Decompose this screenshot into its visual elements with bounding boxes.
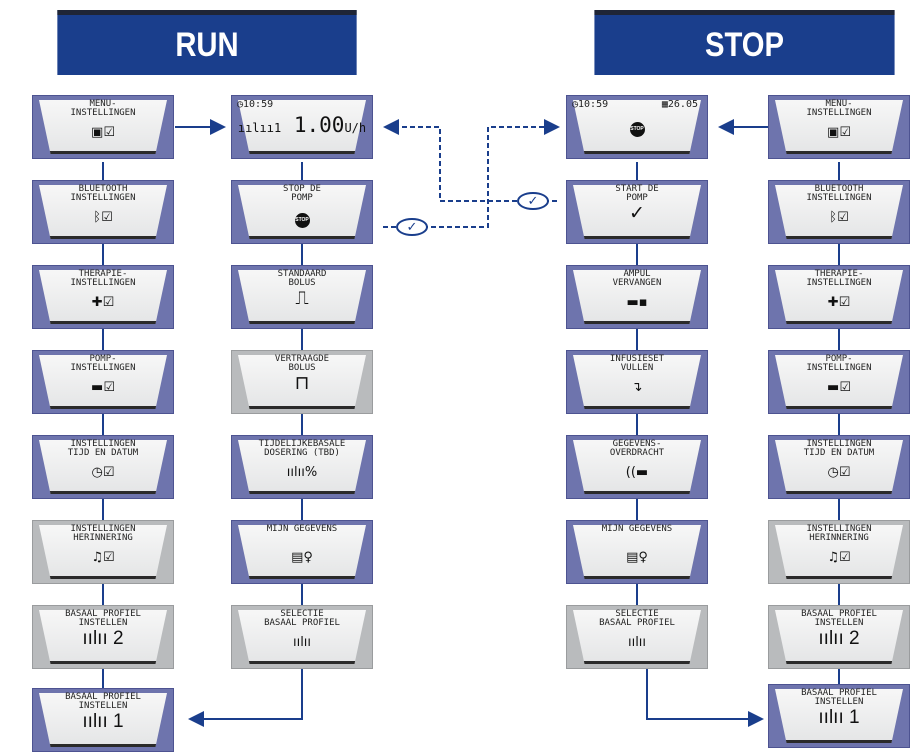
stop-header-title: STOP (704, 25, 785, 64)
run-my-data-button[interactable]: MIJN GEGEVENS▤♀ (231, 520, 373, 584)
run-header: RUN (57, 10, 357, 75)
run-pump-settings-button[interactable]: POMP- INSTELLINGEN▬☑ (32, 350, 174, 414)
my-data-icon: ▤♀ (626, 550, 648, 565)
settings-icon: ▣☑ (91, 125, 115, 140)
run-time-date-settings-button[interactable]: INSTELLINGEN TIJD EN DATUM◷☑ (32, 435, 174, 499)
run-menu-settings-button[interactable]: MENU- INSTELLINGEN▣☑ (32, 95, 174, 159)
standard-bolus-button[interactable]: STANDAARD BOLUS⎍ (231, 265, 373, 329)
infusion-set-icon: ↴ (631, 380, 643, 395)
temporary-basal-rate-button[interactable]: TIJDELIJKEBASALE DOSERING (TBD)ıılıı% (231, 435, 373, 499)
data-transfer-button[interactable]: GEGEVENS- OVERDRACHT((▬ (566, 435, 708, 499)
run-bottom-arrow (188, 669, 303, 727)
stop-therapy-settings-button[interactable]: THERAPIE- INSTELLINGEN✚☑ (768, 265, 910, 329)
stop-home-screen[interactable]: ◷10:59 ▦26.05 STOP (566, 95, 708, 159)
basal-profile-icon: ıılıı 2 (82, 628, 124, 649)
settings-icon: ▣☑ (827, 125, 851, 140)
checkmark-icon: ✓ (629, 203, 645, 224)
basal-profile-icon: ıılıı1 (237, 121, 282, 135)
fill-infusion-set-button[interactable]: INFUSIESET VULLEN↴ (566, 350, 708, 414)
run-reminder-settings-button[interactable]: INSTELLINGEN HERINNERING♫☑ (32, 520, 174, 584)
stop-to-run-dashed (383, 119, 557, 202)
run-therapy-settings-button[interactable]: THERAPIE- INSTELLINGEN✚☑ (32, 265, 174, 329)
stop-pump-settings-button[interactable]: POMP- INSTELLINGEN▬☑ (768, 350, 910, 414)
basal-profile-icon: ıılıı (627, 635, 647, 650)
my-data-icon: ▤♀ (291, 550, 313, 565)
basal-profile-icon: ıılıı 1 (82, 711, 124, 732)
basal-profile-icon: ıılıı 2 (818, 628, 860, 649)
check-circle-icon: ✓ (396, 218, 428, 236)
bell-icon: ♫☑ (91, 550, 115, 565)
time-display: ◷10:59 (572, 99, 609, 110)
tbr-icon: ıılıı% (286, 465, 318, 480)
run-to-stop-dashed (383, 119, 560, 228)
therapy-icon: ✚☑ (827, 295, 851, 310)
stop-header: STOP (594, 10, 895, 75)
stop-bottom-arrow (646, 669, 764, 727)
run-home-screen[interactable]: ◷10:59 ıılıı1 1.00U/h (231, 95, 373, 159)
data-transfer-icon: ((▬ (625, 465, 649, 480)
time-display: ◷10:59 (237, 99, 274, 110)
stop-icon: STOP (294, 213, 310, 228)
bluetooth-icon: ᛒ☑ (829, 210, 849, 225)
bluetooth-icon: ᛒ☑ (93, 210, 113, 225)
pump-icon: ▬☑ (91, 380, 115, 395)
run-header-title: RUN (175, 25, 239, 64)
bell-icon: ♫☑ (827, 550, 851, 565)
stop-reminder-settings-button[interactable]: INSTELLINGEN HERINNERING♫☑ (768, 520, 910, 584)
stop-time-date-settings-button[interactable]: INSTELLINGEN TIJD EN DATUM◷☑ (768, 435, 910, 499)
pump-icon: ▬☑ (827, 380, 851, 395)
stop-menu-settings-button[interactable]: MENU- INSTELLINGEN▣☑ (768, 95, 910, 159)
stop-icon: STOP (629, 122, 645, 137)
clock-icon: ◷☑ (827, 465, 851, 480)
replace-cartridge-button[interactable]: AMPUL VERVANGEN▬▪ (566, 265, 708, 329)
stop-my-data-button[interactable]: MIJN GEGEVENS▤♀ (566, 520, 708, 584)
clock-icon: ◷☑ (91, 465, 115, 480)
cartridge-icon: ▬▪ (626, 295, 648, 310)
extended-bolus-icon: ⊓ (294, 373, 310, 394)
basal-rate-display: ıılıı1 1.00U/h (237, 113, 367, 137)
extended-bolus-button[interactable]: VERTRAAGDE BOLUS⊓ (231, 350, 373, 414)
basal-profile-icon: ıılıı (292, 635, 312, 650)
date-display: ▦26.05 (661, 99, 698, 110)
therapy-icon: ✚☑ (91, 295, 115, 310)
bolus-icon: ⎍ (295, 288, 309, 309)
basal-profile-icon: ıılıı 1 (818, 707, 860, 728)
check-circle-icon: ✓ (517, 192, 549, 210)
start-pump-button[interactable]: START DE POMP✓ (566, 180, 708, 244)
